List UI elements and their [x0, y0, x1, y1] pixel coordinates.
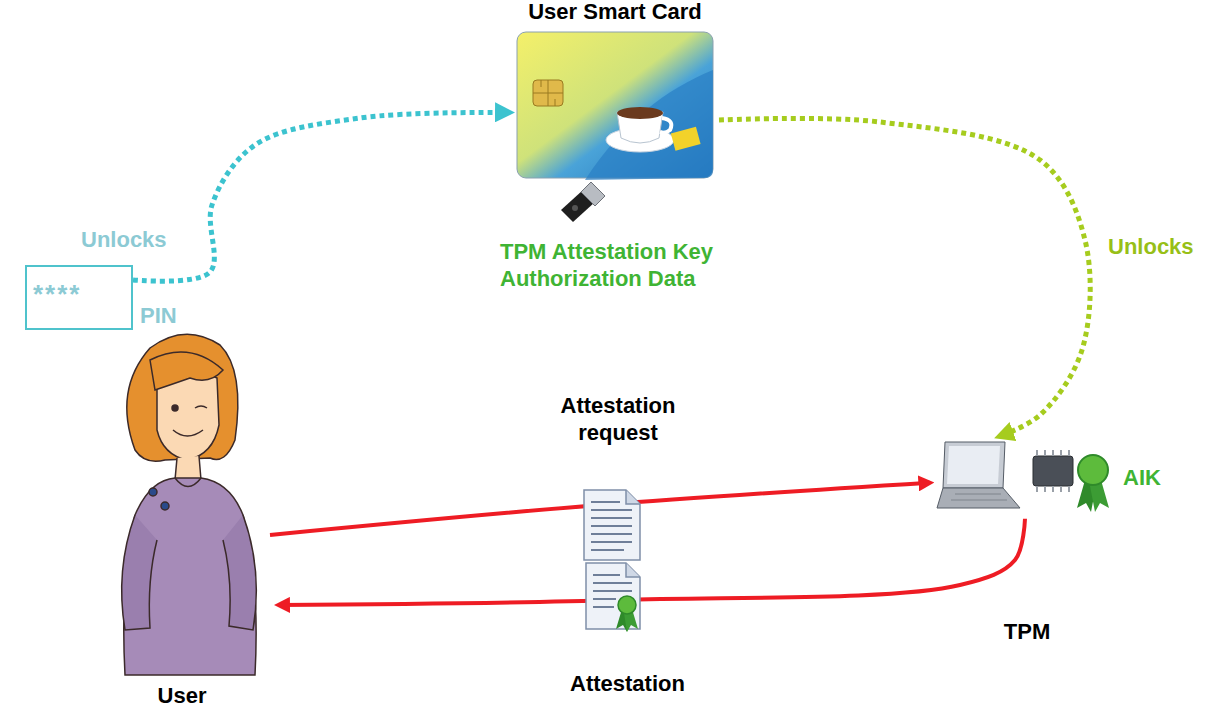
- connector-label: Attestation: [567, 670, 688, 697]
- pin-frame: [26, 266, 132, 329]
- aik-label: AIK: [1123, 464, 1161, 491]
- tpm-label: TPM: [1004, 618, 1050, 645]
- pin-box: ****PIN: [25, 265, 133, 330]
- connector-label: Unlocks: [1105, 233, 1197, 260]
- key-icon: [557, 180, 607, 234]
- card-title: User Smart Card: [528, 0, 702, 25]
- connector-label: Attestation request: [540, 392, 696, 446]
- unlock-connector: [719, 118, 1090, 436]
- pin-digits: ****: [33, 281, 81, 308]
- smart-card: User Smart CardTPM Attestation Key Autho…: [515, 30, 715, 180]
- tpm-device: AIKTPM: [935, 440, 1115, 515]
- unlock-connector: [133, 112, 509, 281]
- attestation-document-icon: [586, 563, 640, 632]
- pin-label: PIN: [140, 302, 177, 329]
- tpm-picture: [937, 442, 1109, 512]
- message-arrow: [279, 519, 1025, 605]
- user-label: User: [158, 682, 207, 709]
- user-figure: User: [95, 330, 270, 675]
- key-label: TPM Attestation Key Authorization Data: [500, 238, 840, 292]
- request-document-icon: [584, 490, 640, 560]
- user-figure-art: [95, 330, 270, 675]
- connector-label: Unlocks: [78, 226, 170, 253]
- user-figure-drawing: [122, 334, 257, 675]
- tpm-device-art: [935, 440, 1115, 515]
- smart-card-art: [515, 30, 715, 180]
- smart-card-picture: [517, 32, 713, 180]
